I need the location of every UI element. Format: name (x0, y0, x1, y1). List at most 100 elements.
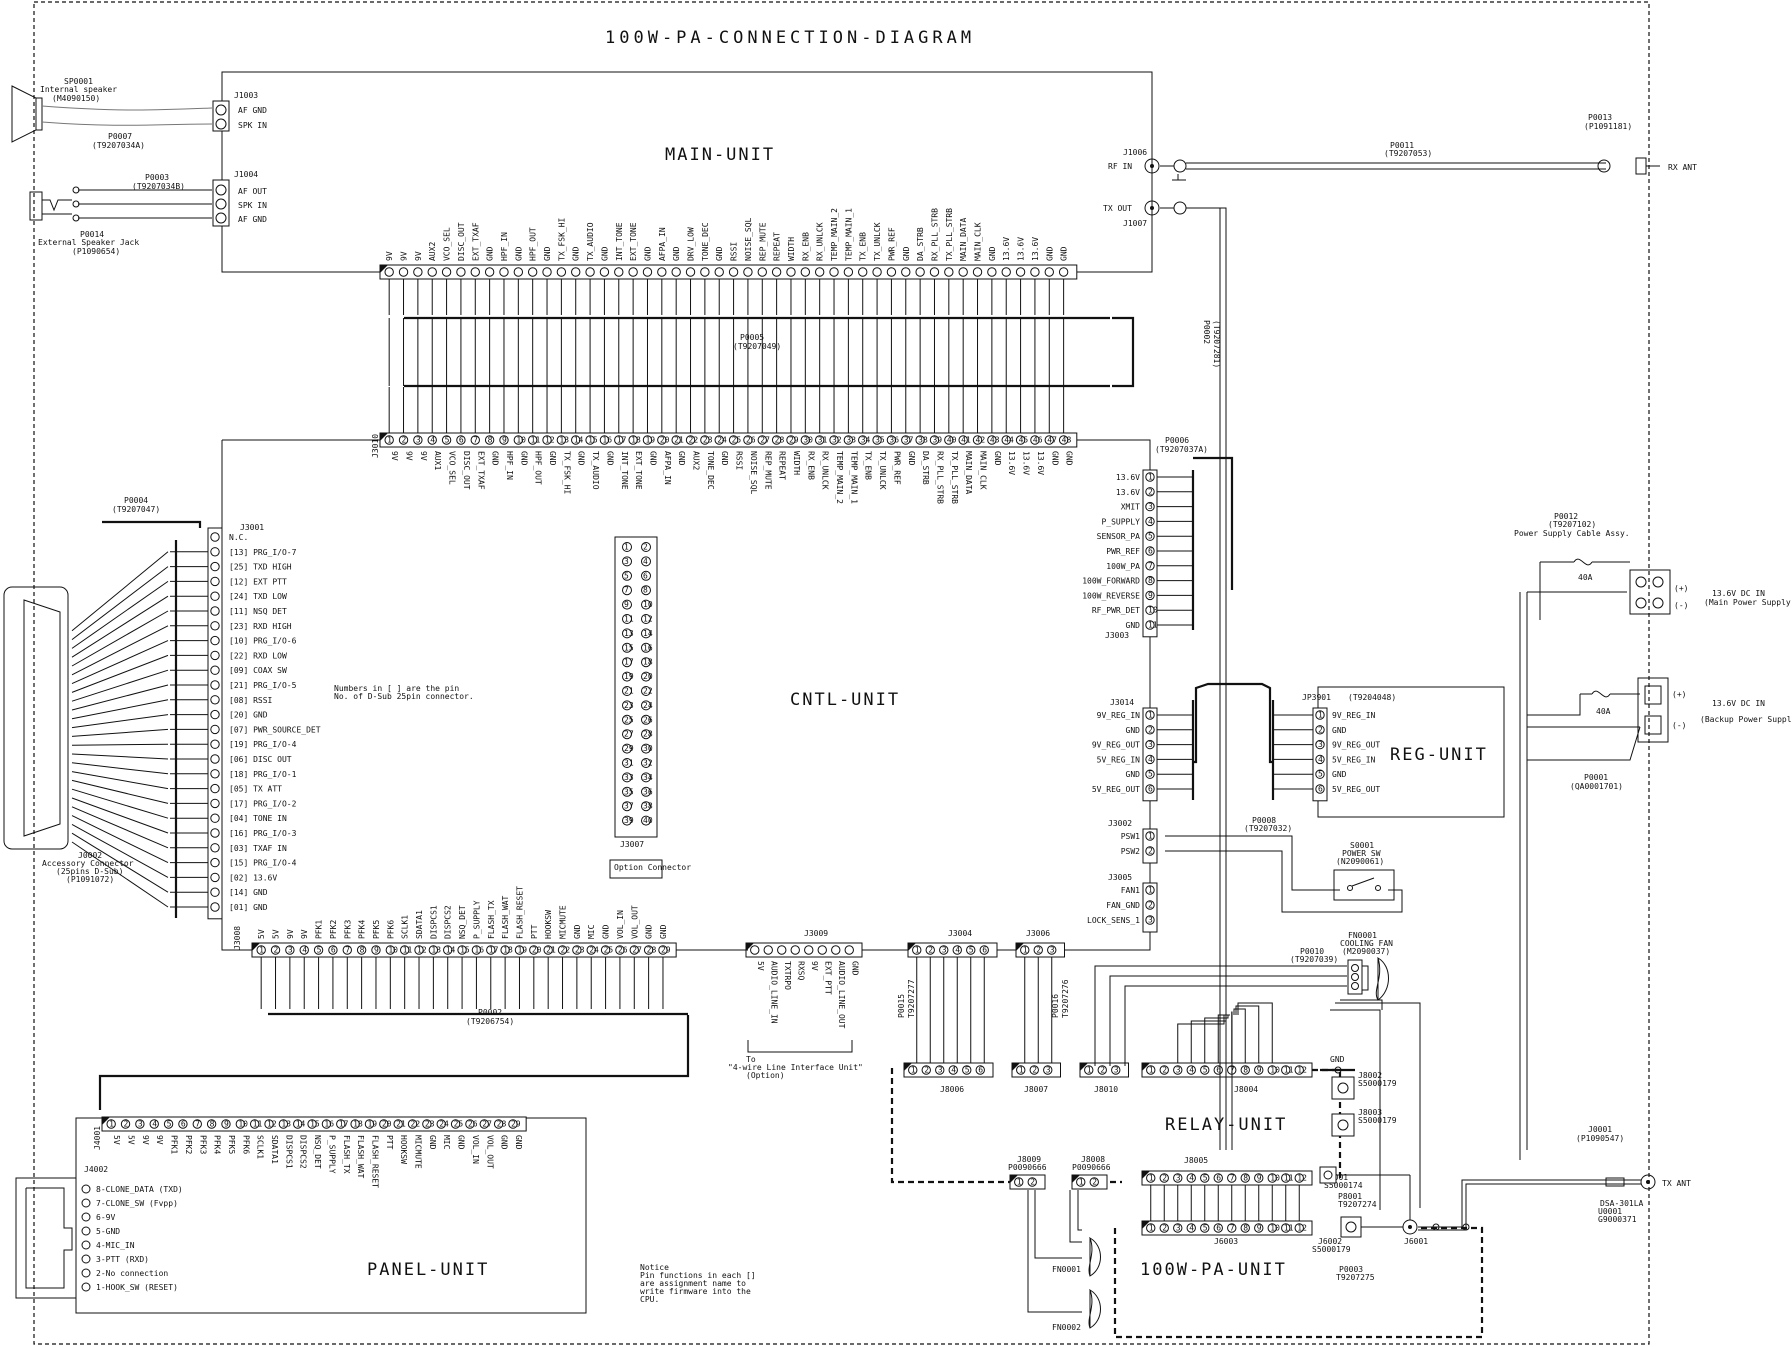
j3010-pin (929, 435, 940, 445)
main-ps2-label: (Main Power Supply) (1704, 598, 1792, 607)
j8008-pin1-mark (1072, 1175, 1080, 1183)
j3003-pin (1145, 575, 1155, 586)
j3010-pin-num: 23 (703, 436, 713, 445)
four-wire-label: "4-wire Line Interface Unit" (728, 1063, 863, 1072)
j3006-label: J3006 (1026, 929, 1050, 938)
j3007-pin (622, 801, 632, 812)
j3008-pin-num: 18 (503, 946, 513, 955)
j3010-pin-num: 26 (746, 436, 756, 445)
spk-in-label: SPK IN (238, 121, 267, 130)
j4001-pin-num: 29 (511, 1120, 521, 1129)
rx-ant-connector-icon (1635, 157, 1660, 175)
j3007-pin-num: 40 (643, 816, 653, 825)
j3001-pin (210, 576, 220, 587)
fan-fn0001-icon (1088, 1236, 1101, 1277)
j3007-connector (614, 536, 658, 838)
dsub-wire (71, 841, 169, 908)
p0008-label: P0008 (1252, 816, 1276, 825)
j4001-pin-num: 2 (124, 1120, 129, 1129)
j3008-pin-num: 25 (604, 946, 614, 955)
fn0001b-label: FN0001 (1052, 1265, 1081, 1274)
j3001-pin-label: [05] TX ATT (229, 785, 282, 794)
j3010-pin-label: PWR_REF (892, 451, 901, 485)
j6003-pin-num: 3 (1176, 1224, 1181, 1233)
j3010-pin (1015, 435, 1026, 445)
j1005-pin-label: GND (902, 246, 911, 261)
j8006-pin (948, 1065, 958, 1075)
j3001-pin (210, 561, 220, 572)
j3010-pin-num: 33 (846, 436, 856, 445)
j3010-pin-num: 1 (387, 436, 392, 445)
p1091072-label: (P1091072) (66, 875, 114, 884)
j3008-pin-num: 29 (661, 946, 671, 955)
p0006-label: P0006 (1165, 436, 1189, 445)
j4002-pin-label: 2-No connection (96, 1269, 168, 1278)
j1005-pin-label: VCO_SEL (443, 227, 452, 261)
j6003-pin (1281, 1223, 1291, 1233)
j3010-pin (599, 435, 610, 445)
j8007-pin-num: 3 (1046, 1066, 1051, 1075)
j1005-pin (614, 267, 624, 277)
m4090150-label: (M4090150) (52, 94, 100, 103)
j1005-pin-label: GND (486, 246, 495, 261)
j3008-pin-label: PFK5 (372, 920, 381, 939)
j8004-pin-num: 6 (1216, 1066, 1221, 1075)
p0013-part: (P1091181) (1584, 122, 1632, 131)
j8004-wire (1204, 1015, 1229, 1063)
j3001-pin-label: [25] TXD HIGH (229, 563, 292, 572)
j3008-pin (643, 945, 654, 955)
j3010-pin-label: INT_TONE (620, 451, 629, 490)
j6003-pin (1159, 1223, 1169, 1233)
notice-1: Notice (640, 1263, 669, 1272)
j3010-pin-label: AUX1 (433, 451, 442, 470)
j3007-pin-num: 38 (643, 802, 653, 811)
j6003-pin-num: 8 (1243, 1224, 1248, 1233)
j3010-pin-label: TX_PLL_STRB (950, 451, 959, 504)
j8004-pin (1146, 1065, 1156, 1075)
j3010-pin-label: RX_UNLCK (821, 451, 830, 490)
j3001-pin-label: [17] PRG_I/O-2 (229, 799, 297, 808)
j3008-pin-label: MICMUTE (559, 905, 568, 939)
j4002-label: J4002 (84, 1165, 108, 1174)
dsub-wire (71, 551, 169, 632)
j8005-pin (1254, 1173, 1264, 1183)
j4001-pin-label: 5V (112, 1135, 121, 1145)
j3001-pin-label: [19] PRG_I/O-4 (229, 740, 297, 749)
j1005-pin-label: TX_AUDIO (586, 222, 595, 261)
j1005-pin (843, 267, 854, 277)
j3008-pin-num: 27 (632, 946, 642, 955)
j3004-pin (966, 945, 976, 955)
j1005-pin-label: 9V (400, 251, 409, 261)
j3009-pin-label: RXSQ (796, 961, 805, 980)
j3004-pin-num: 5 (969, 946, 974, 955)
j1005-pin (872, 267, 882, 277)
j8005-label: J8005 (1184, 1156, 1208, 1165)
dsub-wire (71, 714, 169, 729)
j4001-pin-num: 18 (353, 1120, 363, 1129)
j4001-pin (135, 1119, 145, 1129)
j4001-pin-num: 1 (109, 1120, 114, 1129)
j3008-pin (500, 945, 510, 955)
j4001-pin-label: GND (514, 1135, 523, 1150)
dsub-wire (71, 797, 169, 834)
j3007-pin (641, 772, 651, 783)
j8006-pin-num: 1 (911, 1066, 916, 1075)
j4001-pin-label: PFK1 (170, 1135, 179, 1154)
j8005-pin-num: 6 (1216, 1174, 1221, 1183)
j3004-pin-num: 3 (942, 946, 947, 955)
j3008-pin-num: 7 (345, 946, 350, 955)
j3010-pin (728, 435, 739, 445)
j1005-pin (972, 267, 983, 277)
j3008-pin (600, 945, 611, 955)
tx-ant-label: TX ANT (1662, 1179, 1691, 1188)
j3009-pin-label: EXT_PTT (823, 961, 832, 995)
jp3901-pin-num: 4 (1318, 755, 1323, 764)
pa-unit-label: 100W-PA-UNIT (1140, 1260, 1287, 1280)
j3007-pin-num: 1 (624, 543, 629, 552)
j3001-pin-label: [21] PRG_I/O-5 (229, 681, 297, 690)
j3010-pin-num: 28 (775, 436, 785, 445)
j3009-pin (763, 945, 773, 955)
j8005-pin-num: 3 (1176, 1174, 1181, 1183)
j1005-pin-label: DISC_OUT (457, 222, 466, 261)
